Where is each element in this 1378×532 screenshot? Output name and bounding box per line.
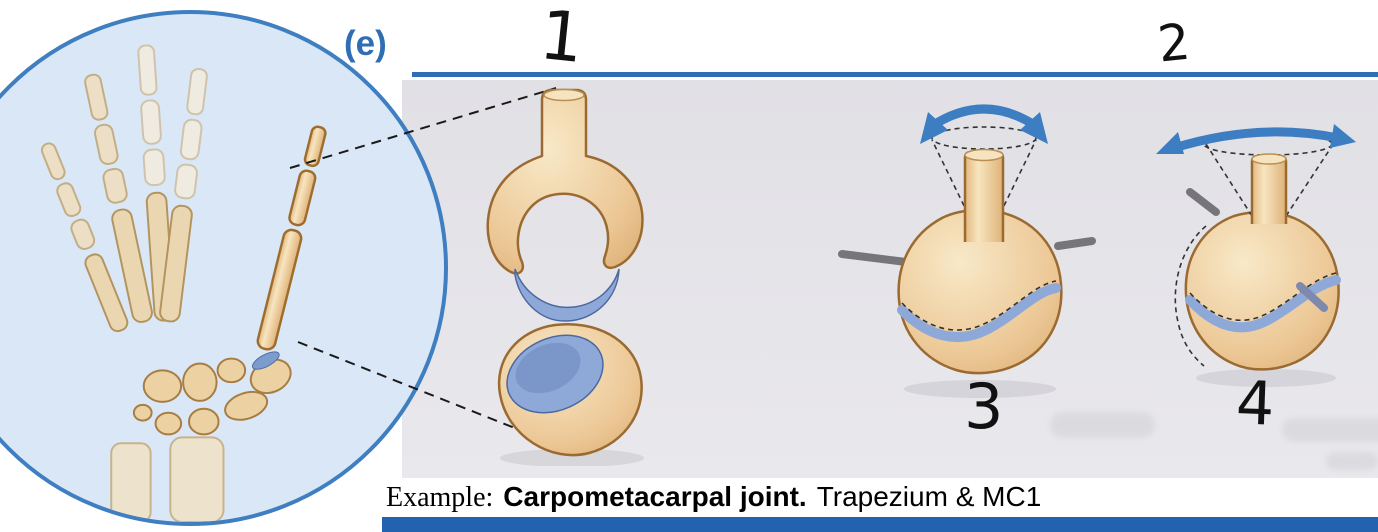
bottom-bar xyxy=(382,517,1378,532)
eraser-smudge xyxy=(1282,418,1378,442)
metacarpal-shaft xyxy=(1250,153,1288,224)
thumb-cmc-cartilage xyxy=(251,351,280,370)
saddle-joint-separated-illustration xyxy=(486,88,644,466)
joint-rocking-motion-illustration xyxy=(838,104,1096,398)
joint-bone-mass xyxy=(1184,210,1340,371)
shadow xyxy=(500,449,644,466)
trapezium-bone xyxy=(497,322,643,457)
saddle-rim-dashed xyxy=(901,280,1057,331)
handwritten-number-1: 1 xyxy=(536,0,588,80)
axis-rod-right xyxy=(1296,282,1328,312)
shadow xyxy=(1196,369,1336,387)
rocking-arrow-icon xyxy=(920,104,1048,144)
handwritten-number-2: 2 xyxy=(1155,12,1193,74)
axis-rod xyxy=(838,237,1096,266)
shadow xyxy=(904,380,1056,398)
joint-line-cartilage xyxy=(1185,275,1341,333)
hand-inset-circle xyxy=(0,10,448,526)
saddle-rim-dashed xyxy=(1189,272,1337,321)
panel-label: (e) xyxy=(344,24,387,63)
caption-prefix: Example: xyxy=(386,482,494,513)
eraser-smudge xyxy=(1050,412,1155,438)
caption-bones: Trapezium & MC1 xyxy=(816,481,1042,512)
hand-skeleton-illustration xyxy=(40,44,327,522)
caption-joint-name: Carpometacarpal joint. xyxy=(503,481,807,512)
handwritten-number-4: 4 xyxy=(1234,368,1276,440)
axis-rod-left xyxy=(1186,188,1220,216)
metacarpal-bone xyxy=(486,88,644,322)
header-rule xyxy=(412,72,1378,77)
carpal-bones xyxy=(132,357,292,436)
joint-line-cartilage xyxy=(897,283,1061,342)
forearm-bones xyxy=(110,436,225,522)
eraser-smudge xyxy=(1326,452,1378,470)
tilt-alternate-outline xyxy=(1174,225,1207,367)
handwritten-number-3: 3 xyxy=(964,370,1004,443)
caption: Example: Carpometacarpal joint. Trapezium … xyxy=(386,481,1041,514)
finger-bones xyxy=(40,44,208,333)
tilting-arrow-icon xyxy=(1156,124,1356,154)
metacarpal-shaft xyxy=(963,148,1005,242)
joint-tilting-motion-illustration xyxy=(1156,124,1356,387)
thumb-bones xyxy=(256,125,327,351)
metacarpal-cartilage xyxy=(514,268,620,322)
